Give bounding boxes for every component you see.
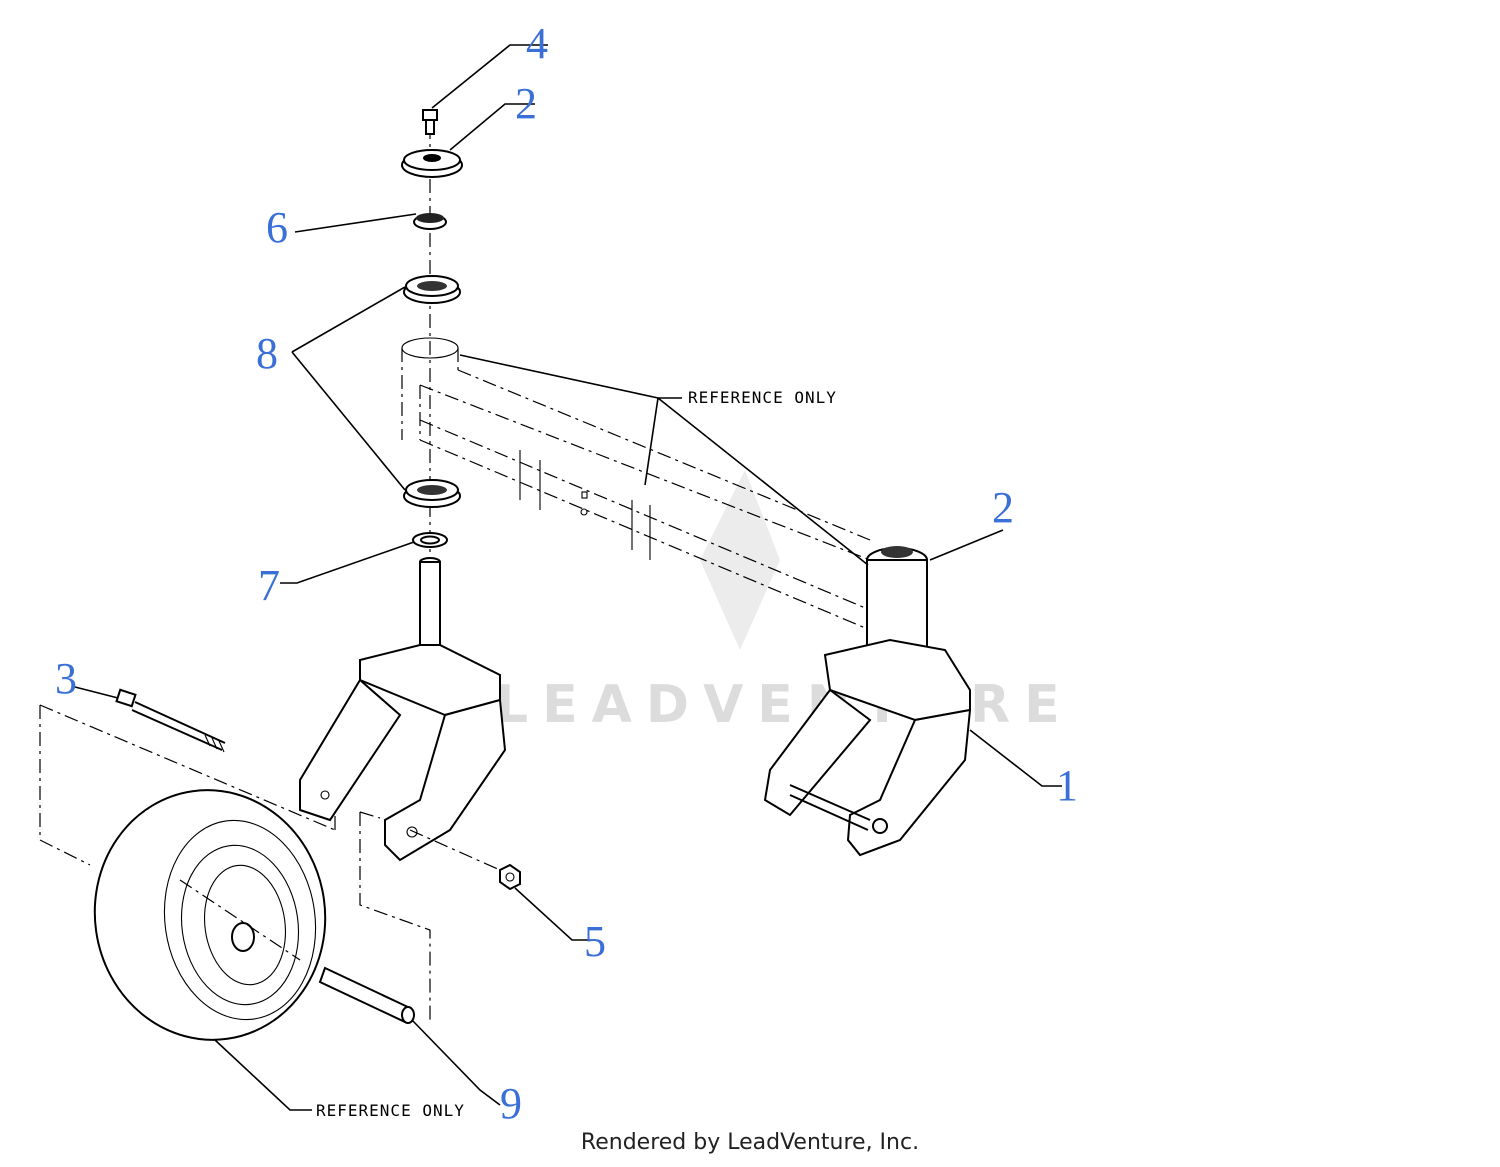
bearing-part-6 <box>413 213 447 230</box>
callout-5: 5 <box>584 917 606 966</box>
caster-fork-right <box>763 546 972 857</box>
flange-bearing-part-8-bottom <box>403 479 461 508</box>
flange-bearing-part-8-top <box>403 275 461 304</box>
nut-part-5 <box>499 863 521 891</box>
watermark-text: LEADVENTURE <box>495 675 1074 735</box>
caster-wheel <box>93 789 327 1041</box>
washer-part-7 <box>412 532 448 548</box>
axle-beam <box>401 337 871 631</box>
callout-1: 1 <box>1056 761 1078 810</box>
leader-lines <box>74 44 1062 1111</box>
callout-3: 3 <box>55 654 77 703</box>
caster-fork-left <box>299 557 507 862</box>
callout-7: 7 <box>258 561 280 610</box>
watermark-flame-icon <box>700 470 780 650</box>
callout-9: 9 <box>500 1079 522 1128</box>
callout-4: 4 <box>526 19 548 68</box>
footer-credit: Rendered by LeadVenture, Inc. <box>580 1130 920 1155</box>
callout-2-right: 2 <box>992 483 1014 532</box>
bolt-part-4 <box>422 109 438 135</box>
spacer-tube-part-9 <box>318 966 415 1024</box>
callout-2-top: 2 <box>515 79 537 128</box>
callouts: 4 2 6 8 2 7 3 1 5 9 <box>55 19 1078 1128</box>
reference-label-wheel: REFERENCE ONLY <box>316 1101 465 1120</box>
reference-label-axle: REFERENCE ONLY <box>688 388 837 407</box>
dust-cap-part-2 <box>401 149 463 178</box>
axle-bolt-part-3 <box>115 688 226 753</box>
construction-lines <box>39 704 501 1020</box>
callout-6: 6 <box>266 203 288 252</box>
callout-8: 8 <box>256 329 278 378</box>
